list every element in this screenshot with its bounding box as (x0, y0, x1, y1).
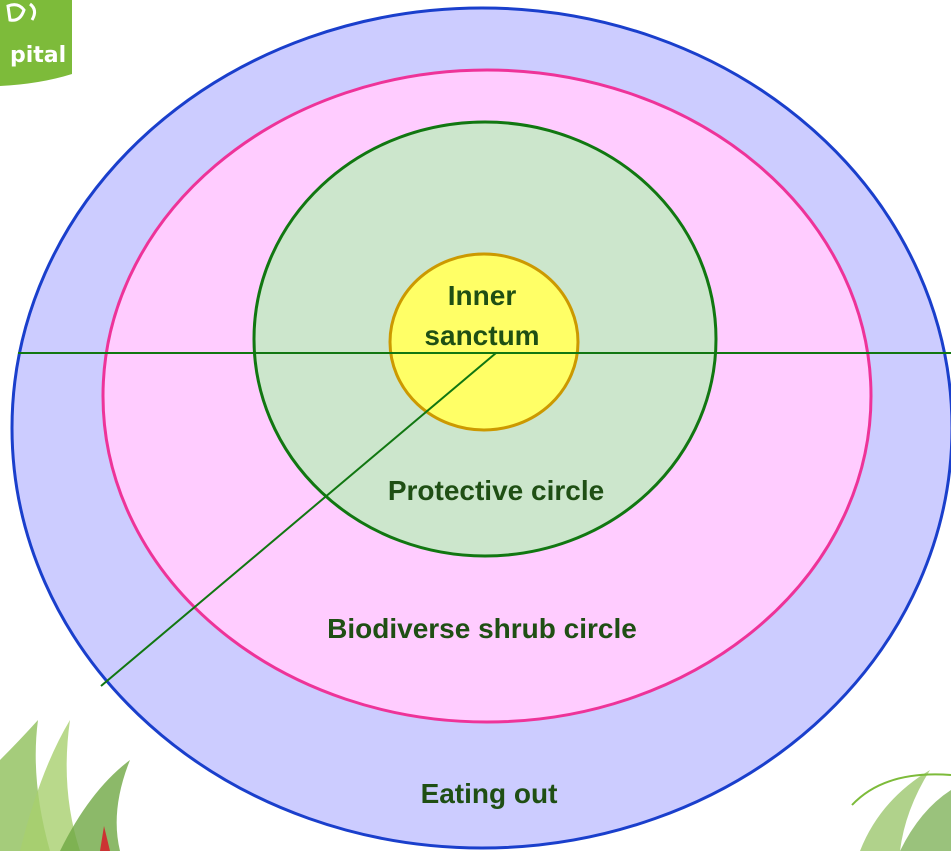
label-inner-sanctum-line2: sanctum (424, 320, 539, 351)
logo-text: pital (10, 43, 66, 68)
grass-decoration-left (0, 720, 130, 851)
logo-badge: pital (0, 0, 72, 86)
label-inner-sanctum-line1: Inner (448, 280, 517, 311)
grass-decoration-right (852, 770, 951, 851)
label-biodiverse-shrub-circle: Biodiverse shrub circle (327, 613, 637, 644)
label-protective-circle: Protective circle (388, 475, 604, 506)
label-eating-out: Eating out (421, 778, 558, 809)
